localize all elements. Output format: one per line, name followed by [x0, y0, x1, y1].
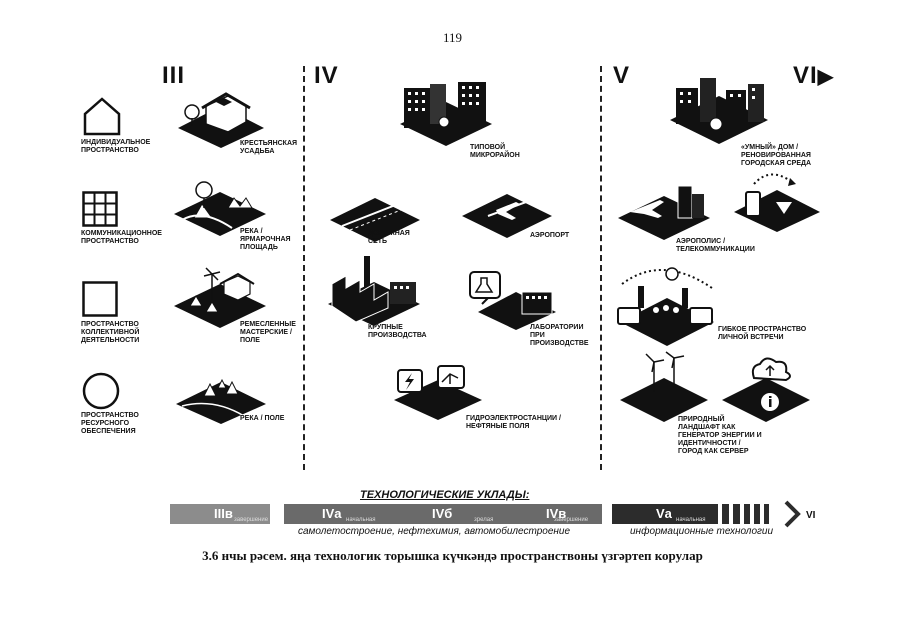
stage-iiib-label: IIIв: [214, 506, 233, 521]
stage-vi-label: VI: [806, 510, 816, 521]
era-iii-heading: III: [162, 62, 186, 89]
road-network-icon: [330, 198, 420, 242]
stage-fade-stripe-4: [754, 504, 760, 524]
label-river-fair: РЕКА / ЯРМАРОЧНАЯ ПЛОЩАДЬ: [240, 228, 291, 251]
cloud-server-icon: [722, 357, 810, 422]
label-peasant-homestead: КРЕСТЬЯНСКАЯ УСАДЬБА: [240, 140, 298, 155]
label-airport: АЭРОПОРТ: [530, 232, 570, 239]
smart-home-icon: [670, 78, 768, 144]
stage-ivb-sub: зрелая: [474, 517, 494, 523]
chevron-right-icon: [784, 500, 801, 528]
grid-icon: [82, 191, 118, 227]
label-flexible-space: ГИБКОЕ ПРОСТРАНСТВО ЛИЧНОЙ ВСТРЕЧИ: [718, 326, 807, 341]
stage-va-label: Vа: [656, 506, 672, 521]
label-river-field: РЕКА / ПОЛЕ: [240, 415, 285, 422]
stage-fade-stripe-5: [764, 504, 769, 524]
stage-iva-sub: начальная: [346, 517, 376, 523]
label-smart-home: «УМНЫЙ» ДОМ / РЕНОВИРОВАННАЯ ГОРОДСКАЯ С…: [741, 144, 812, 167]
label-road-network: ДОРОЖНАЯ СЕТЬ: [368, 230, 410, 245]
legend-label-individual: ИНДИВИДУАЛЬНОЕ ПРОСТРАНСТВО: [81, 139, 151, 154]
stage-va-bar: Vа начальная: [612, 504, 718, 524]
stage-fade-stripe-3: [744, 504, 750, 524]
label-hydro-oil: ГИДРОЭЛЕКТРОСТАНЦИИ / НЕФТЯНЫЕ ПОЛЯ: [466, 415, 561, 430]
stage-fade-stripe-2: [733, 504, 740, 524]
microdistrict-icon: [400, 82, 492, 146]
label-microdistrict: ТИПОВОЙ МИКРОРАЙОН: [470, 144, 520, 159]
landscape-energy-icon: [620, 351, 708, 422]
house-outline-icon: [83, 97, 121, 136]
factory-icon: [328, 256, 420, 326]
legend-label-communication: КОММУНИКАЦИОННОЕ ПРОСТРАНСТВО: [81, 230, 162, 245]
stage-iva-label: IVа: [322, 506, 342, 521]
timeline-title: ТЕХНОЛОГИЧЕСКИЕ УКЛАДЫ:: [360, 489, 530, 501]
fair-square-icon: [174, 181, 266, 236]
stage-ivv-sub: завершение: [554, 517, 589, 523]
circle-outline-icon: [82, 372, 120, 410]
era-divider-iii-iv: [303, 66, 305, 470]
era-vi-heading: VI▶: [793, 62, 835, 89]
aeropolis-icon: [618, 185, 710, 240]
square-outline-icon: [82, 281, 118, 317]
telecom-phone-icon: [734, 173, 820, 232]
stage-va-sub: начальная: [676, 517, 706, 523]
era-divider-iv-v: [600, 66, 602, 470]
label-aeropolis: АЭРОПОЛИС / ТЕЛЕКОММУНИКАЦИИ: [676, 238, 755, 253]
peasant-homestead-icon: [178, 92, 264, 148]
label-craft-workshops: РЕМЕСЛЕННЫЕ МАСТЕРСКИЕ / ПОЛЕ: [240, 321, 296, 344]
stage-ivb-label: IVб: [432, 506, 453, 521]
stage-fade-stripe-1: [722, 504, 729, 524]
hydro-oil-icon: [394, 365, 482, 420]
stage-ivv-label: IVв: [546, 506, 567, 521]
legend-label-resource: ПРОСТРАНСТВО РЕСУРСНОГО ОБЕСПЕЧЕНИЯ: [81, 412, 139, 435]
river-field-icon: [176, 378, 266, 424]
stage-iiib-bar: IIIв завершение: [170, 504, 270, 524]
page-number: 119: [442, 30, 463, 45]
stage-iiib-sub: завершение: [234, 517, 269, 523]
tech-iv-industries: самолетостроение, нефтехимия, автомобиле…: [298, 526, 571, 537]
era-iv-heading: IV: [314, 62, 339, 89]
tech-v-industries: информационные технологии: [630, 526, 774, 537]
triangle-right-icon: ▶: [817, 66, 835, 88]
laboratory-icon: [469, 271, 556, 330]
airport-icon: [462, 194, 552, 238]
stage-iv-bar: IVа начальная IVб зрелая IVв завершение: [284, 504, 602, 524]
label-natural-landscape: ПРИРОДНЫЙ ЛАНДШАФТ КАК ГЕНЕРАТОР ЭНЕРГИИ…: [678, 416, 762, 455]
figure-caption: 3.6 нчы рәсем. яңа технологик торышка кү…: [202, 548, 703, 563]
legend-label-collective: ПРОСТРАНСТВО КОЛЛЕКТИВНОЙ ДЕЯТЕЛЬНОСТИ: [81, 321, 140, 344]
label-laboratories: ЛАБОРАТОРИИ ПРИ ПРОИЗВОДСТВЕ: [530, 324, 589, 347]
craft-workshop-icon: [174, 267, 266, 328]
era-v-heading: V: [613, 62, 631, 89]
label-large-factories: КРУПНЫЕ ПРОИЗВОДСТВА: [368, 324, 427, 339]
flexible-meeting-icon: [617, 267, 714, 346]
